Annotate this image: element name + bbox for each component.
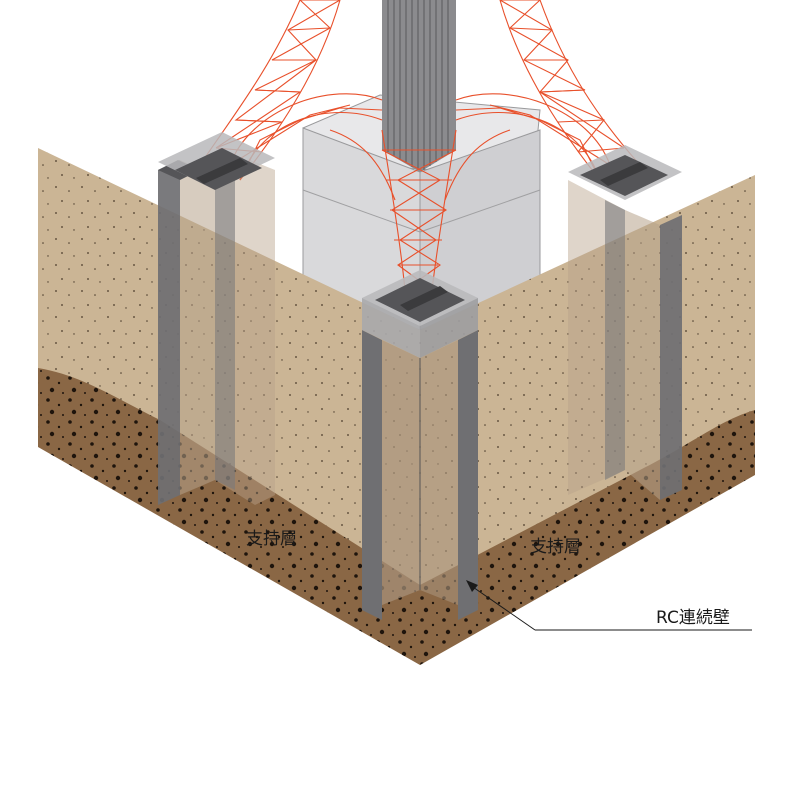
rc-wall-center xyxy=(362,270,478,620)
tower-shaft xyxy=(382,0,456,172)
callout-leader xyxy=(466,580,752,631)
rc-wall-right xyxy=(568,145,682,500)
support-layer xyxy=(38,368,755,665)
support-layer-label-right: 支持層 xyxy=(530,537,581,557)
support-layer-label-left: 支持層 xyxy=(246,529,297,549)
rc-wall-left xyxy=(158,132,275,505)
rc-wall-callout-label: RC連続壁 xyxy=(656,608,730,628)
